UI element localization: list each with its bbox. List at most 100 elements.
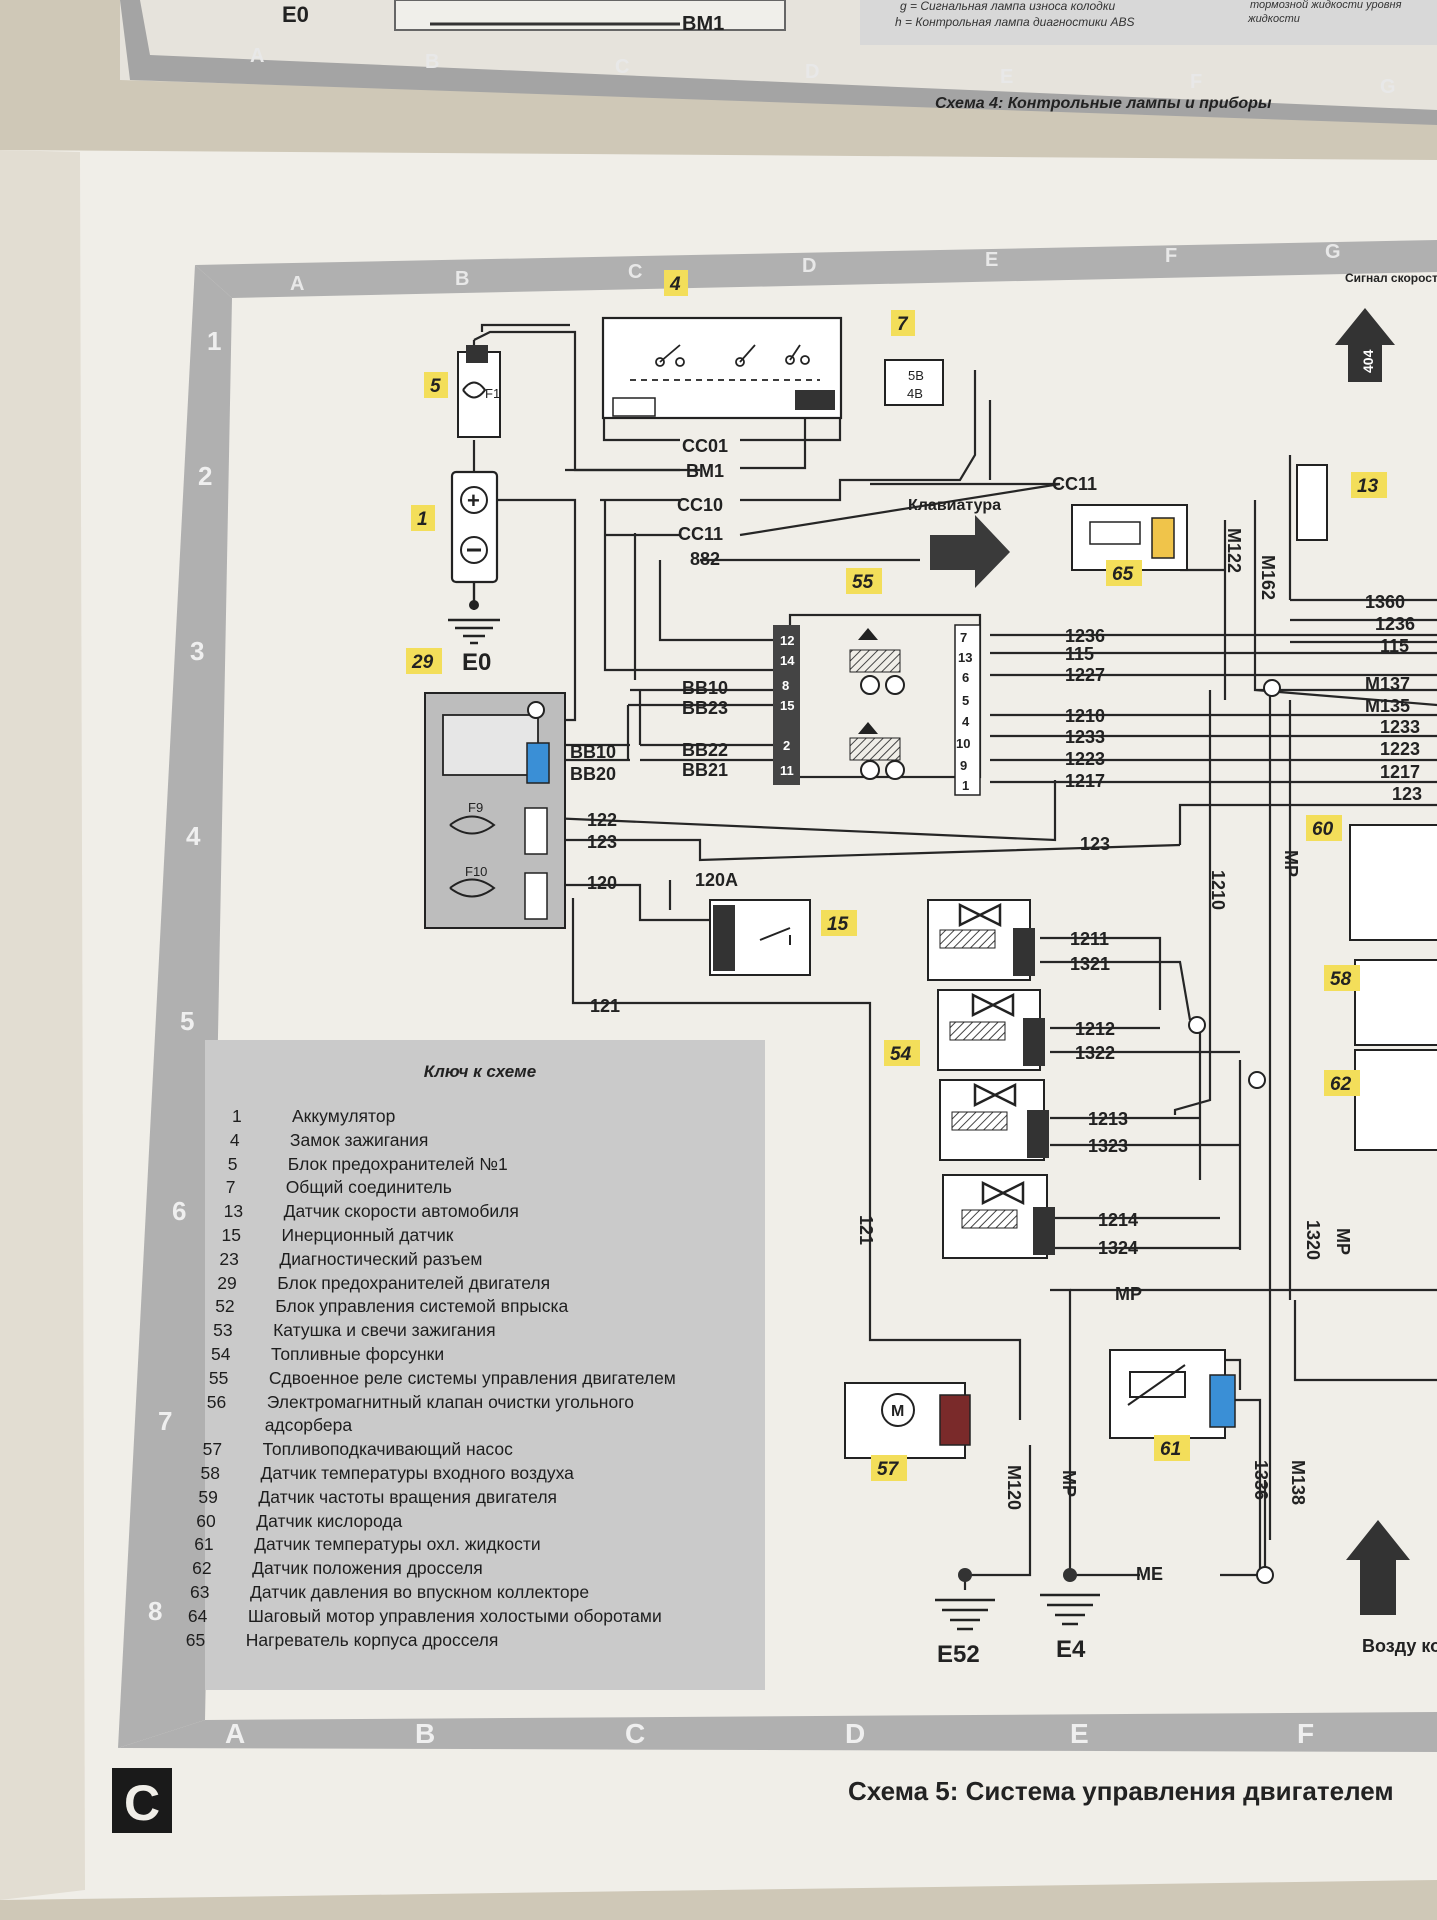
- wire-label: BB23: [682, 698, 728, 718]
- column-letter: B: [455, 268, 469, 290]
- top-legend-h: h = Контрольная лампа диагностики ABS: [895, 15, 1135, 29]
- relay-55-connector-left: [773, 625, 800, 785]
- ground-icon-e4: [1040, 1593, 1100, 1626]
- keyboard-label: Клавиатура: [908, 497, 1001, 514]
- top-column-letter: C: [615, 56, 629, 78]
- pin-number: 2: [783, 738, 790, 753]
- connector-blue: [526, 742, 550, 784]
- connector-7-pin-5b: 5B: [908, 368, 924, 383]
- key-item-text: Общий соединитель: [285, 1177, 452, 1198]
- wire-label: 123: [1392, 784, 1422, 804]
- key-item-text: Электромагнитный клапан очистки угольног…: [266, 1391, 634, 1412]
- switch-icon: [759, 927, 791, 945]
- component-number: 29: [411, 652, 434, 673]
- key-item-text: Датчик кислорода: [256, 1510, 403, 1531]
- wire-label: 120A: [695, 870, 738, 890]
- key-item-text: Датчик давления во впускном коллекторе: [250, 1582, 590, 1602]
- fuse-block-5: [457, 351, 501, 438]
- wire-label: 123: [587, 832, 617, 852]
- key-item-text: Катушка и свечи зажигания: [273, 1320, 496, 1341]
- bottom-column-letter: B: [415, 1718, 435, 1749]
- component-number: 55: [852, 572, 874, 593]
- wire-label: ME: [1136, 1564, 1163, 1584]
- key-item-text: Датчик частоты вращения двигателя: [258, 1486, 558, 1507]
- relay-contact-icon: [860, 760, 880, 780]
- wire-label: M122: [1224, 528, 1244, 573]
- aircon-arrow-icon: [1346, 1520, 1410, 1615]
- relay-coil-1: [849, 649, 901, 673]
- top-page-legend-box: [860, 0, 1437, 45]
- key-item-text: Сдвоенное реле системы управления двигат…: [268, 1367, 676, 1388]
- key-item-number: 54: [211, 1344, 231, 1364]
- key-item: 55 Сдвоенное реле системы управления двиг…: [209, 1368, 676, 1389]
- top-page-caption: Схема 4: Контрольные лампы и приборы: [935, 95, 1272, 112]
- key-item-text: Диагностический разъем: [279, 1248, 483, 1269]
- wire-label: 1233: [1380, 717, 1420, 737]
- wire-label: BB21: [682, 760, 728, 780]
- frame-bottom: [118, 1712, 1437, 1752]
- page-marker-box: [112, 1768, 172, 1833]
- key-item: 63 Датчик давления во впускном коллекторе: [190, 1582, 589, 1603]
- top-label-bm1: BM1: [682, 13, 724, 35]
- key-item-number: 7: [225, 1177, 236, 1198]
- key-item-text: Топливные форсунки: [271, 1344, 445, 1364]
- aircon-label: Возду кондиц: [1362, 1636, 1437, 1656]
- key-item-text: Нагреватель корпуса дросселя: [245, 1629, 499, 1650]
- key-item-number: 55: [208, 1367, 229, 1388]
- pin-number: 1: [962, 778, 969, 793]
- key-item-text: Шаговый мотор управления холостыми оборо…: [247, 1605, 662, 1626]
- speed-sensor-connector: [1296, 464, 1328, 541]
- motor-icon: [881, 1393, 915, 1427]
- wire-label: MP: [1059, 1470, 1079, 1497]
- row-number: 6: [172, 1196, 186, 1226]
- fuse-icon-f9: [449, 815, 496, 835]
- component-number: 65: [1112, 564, 1134, 585]
- key-item-number: 63: [190, 1582, 210, 1602]
- component-number: 5: [430, 376, 441, 397]
- speed-signal-value: 404: [1360, 349, 1376, 373]
- key-item-number: 53: [213, 1320, 233, 1341]
- wire-label: M137: [1365, 674, 1410, 694]
- bottom-column-letter: C: [625, 1718, 645, 1749]
- row-number: 1: [207, 326, 221, 356]
- wire-label: 115: [1065, 644, 1094, 664]
- wire-label: 1213: [1088, 1109, 1128, 1129]
- relay-contact-icon: [885, 760, 905, 780]
- relay-contact-icon: [885, 675, 905, 695]
- bottom-column-letter: F: [1297, 1718, 1314, 1749]
- battery-plus-icon: [460, 486, 488, 514]
- fuel-injectors: [927, 899, 1055, 1259]
- wire-label: CC10: [677, 495, 723, 515]
- component-number: 62: [1330, 1074, 1352, 1095]
- key-item-number: 13: [223, 1201, 244, 1222]
- connector-7: [884, 359, 944, 406]
- wire-labels: CC01BM1CC10CC11882CC11BB10BB23BB22BB21BB…: [465, 386, 1422, 1584]
- key-item: 54 Топливные форсунки: [211, 1344, 444, 1365]
- motor-icon-m: M: [891, 1403, 904, 1420]
- top-legend-frag2: жидкости: [1247, 13, 1300, 25]
- top-column-letter: D: [805, 61, 819, 83]
- wire-label: 121: [856, 1215, 876, 1245]
- top-column-letter: G: [1380, 76, 1396, 98]
- wire-label: 1322: [1075, 1043, 1115, 1063]
- component-tag: [821, 910, 857, 936]
- ground-dot-e52: [958, 1568, 972, 1582]
- row-number: 2: [198, 461, 212, 491]
- wire-label: 122: [587, 810, 617, 830]
- fuse-icon-f10: [449, 878, 496, 898]
- component-number: 1: [417, 509, 428, 530]
- key-item-text: Блок предохранителей двигателя: [277, 1272, 551, 1293]
- wire-label: 1336: [1251, 1460, 1271, 1500]
- wire-label: 1233: [1065, 727, 1105, 747]
- component-number: 7: [897, 314, 909, 335]
